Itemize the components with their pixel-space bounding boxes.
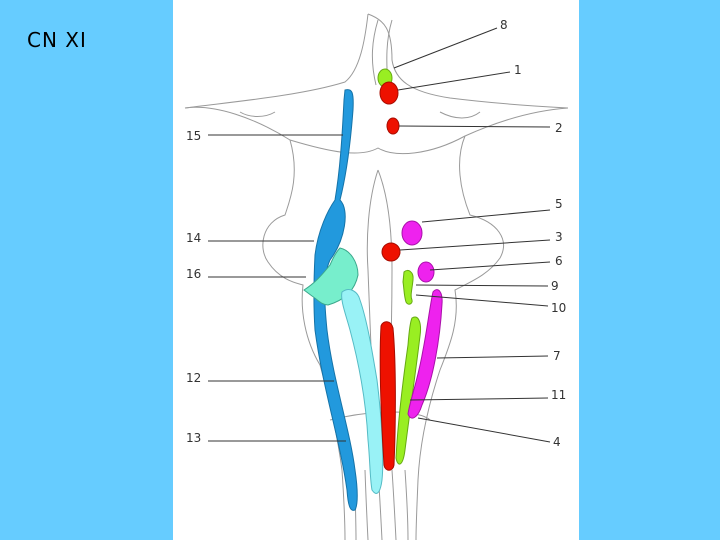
- label-10: 10: [551, 301, 566, 315]
- label-3: 3: [555, 230, 563, 244]
- label-12: 12: [186, 371, 201, 385]
- label-16: 16: [186, 267, 201, 281]
- label-8: 8: [500, 18, 508, 32]
- leader-lines: [208, 28, 550, 442]
- label-13: 13: [186, 431, 201, 445]
- label-5: 5: [555, 197, 563, 211]
- label-15: 15: [186, 129, 201, 143]
- red-nucleus-mid: [382, 243, 400, 261]
- label-2: 2: [555, 121, 563, 135]
- label-9: 9: [551, 279, 559, 293]
- red-tract: [380, 322, 395, 471]
- label-11: 11: [551, 388, 566, 402]
- label-14: 14: [186, 231, 201, 245]
- magenta-nucleus-small: [418, 262, 434, 282]
- label-4: 4: [553, 435, 561, 449]
- label-6: 6: [555, 254, 563, 268]
- green-nucleus-small: [403, 270, 413, 304]
- label-1: 1: [514, 63, 522, 77]
- label-7: 7: [553, 349, 561, 363]
- magenta-nucleus-large: [402, 221, 422, 245]
- red-nucleus-top: [380, 82, 398, 104]
- red-nucleus-small: [387, 118, 399, 134]
